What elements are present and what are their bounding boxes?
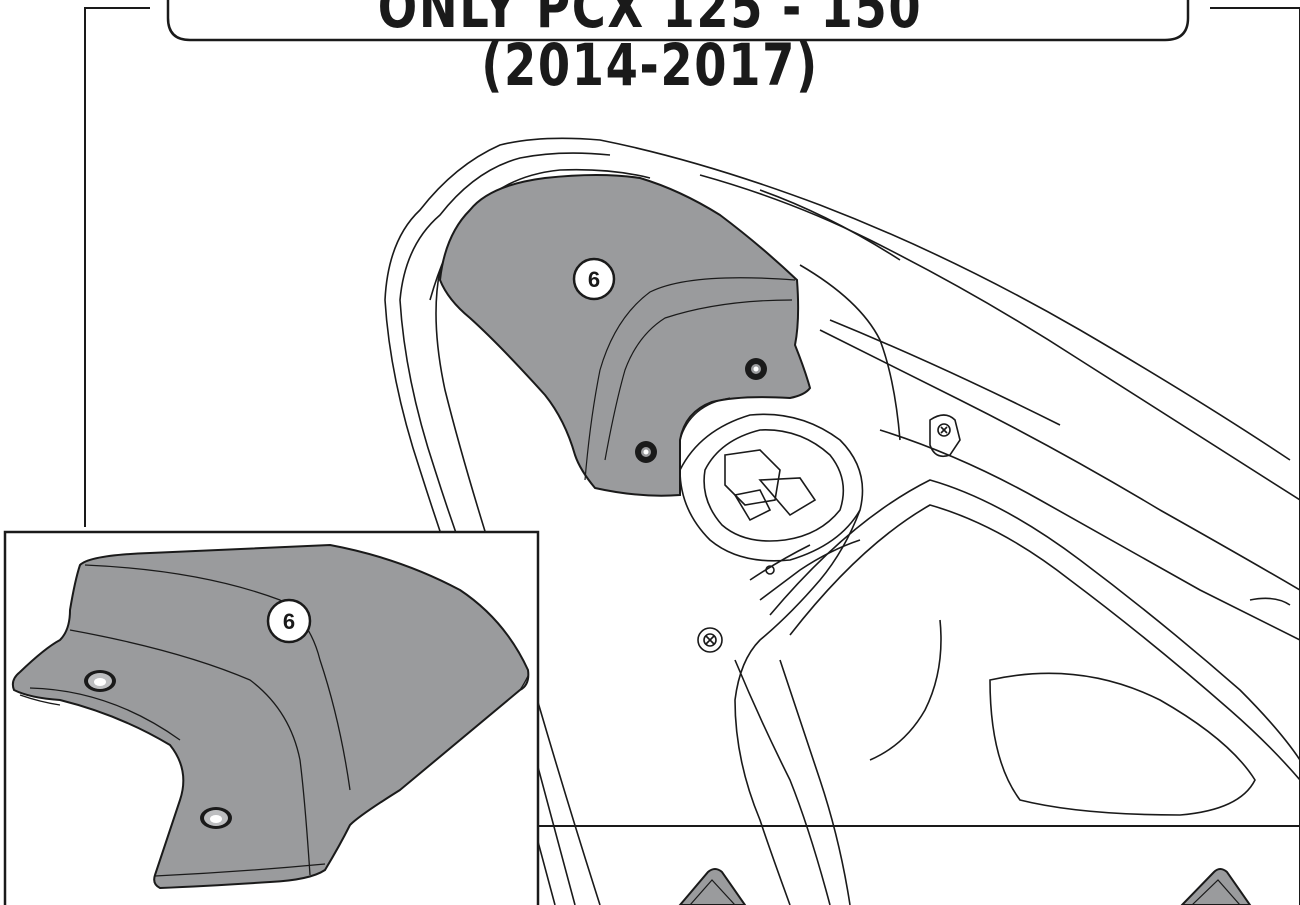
inset-view: 6 [3,530,540,905]
part-6-inset-body [11,543,530,890]
part-preview-right [1180,868,1252,905]
page-frame [84,7,1300,905]
part-callout-main: 6 [588,267,600,292]
part-callout-inset: 6 [283,609,295,634]
part-callout-circle-inset [266,598,312,644]
part-preview-left [678,868,747,905]
part-callout-circle-main [572,257,616,301]
scooter-seat-outline [384,137,1300,905]
part-6-main: 6 [438,174,812,497]
page-title: ONLY PCX 125 - 150 (2014-2017) [377,0,923,99]
title-tab-border [166,0,1190,42]
part-6-main-body [438,174,812,497]
